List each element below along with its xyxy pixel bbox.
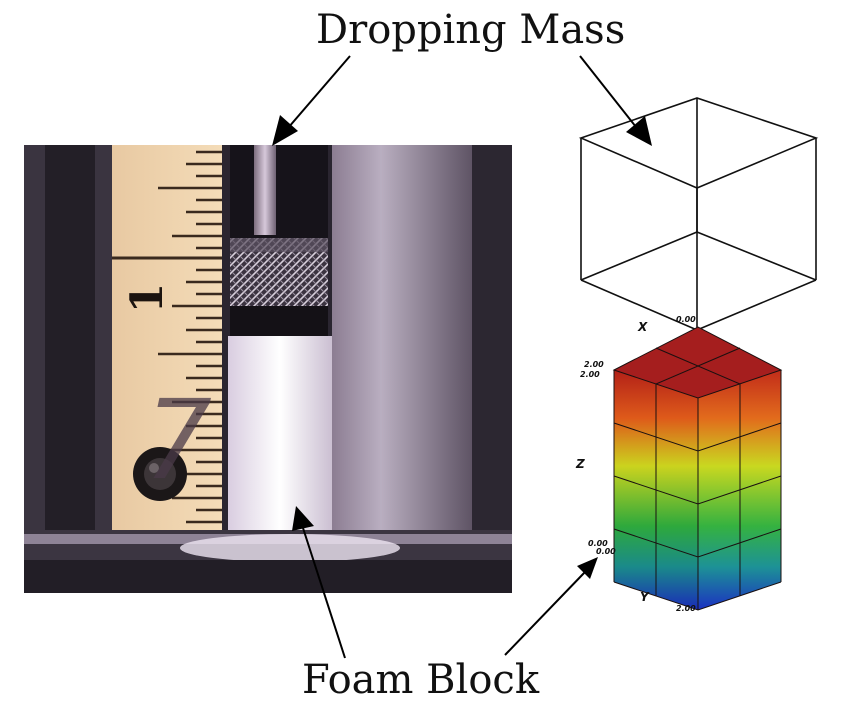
arrow-to-photo-foam — [292, 506, 346, 659]
wireframe-cube — [578, 97, 819, 331]
ruler-ticks — [112, 150, 222, 524]
tick-z-top-1: 2.00 — [584, 360, 604, 369]
experiment-photo: 1 7 — [24, 145, 512, 593]
tick-x-origin: 0.00 — [676, 315, 696, 324]
tick-z-origin-2: 0.00 — [596, 547, 616, 556]
dropping-mass-label: Dropping Mass — [316, 7, 626, 53]
axis-z-label: Z — [575, 457, 585, 471]
axis-y-label: Y — [640, 590, 650, 604]
tick-y-end: 2.00 — [676, 604, 696, 613]
arrow-to-model-foam — [504, 557, 598, 656]
pointer-arrows — [272, 55, 652, 659]
simulation-model: X 0.00 2.00 2.00 Z 0.00 0.00 Y 2.00 — [575, 97, 819, 613]
ruler-number: 1 — [122, 283, 173, 314]
support-post — [332, 145, 472, 535]
axis-x-label: X — [637, 320, 648, 334]
measuring-ruler: 1 — [112, 145, 222, 533]
mesh-lines — [612, 326, 783, 611]
foam-block-label: Foam Block — [302, 657, 540, 703]
arrow-to-cube — [579, 55, 652, 146]
block-top-face — [614, 327, 781, 398]
colored-foam-block — [612, 326, 783, 611]
dropping-rod — [230, 145, 328, 336]
arrow-to-rod — [272, 55, 351, 146]
base-plate — [24, 530, 512, 593]
tick-z-top-2: 2.00 — [580, 370, 600, 379]
tick-z-origin-1: 0.00 — [588, 539, 608, 548]
